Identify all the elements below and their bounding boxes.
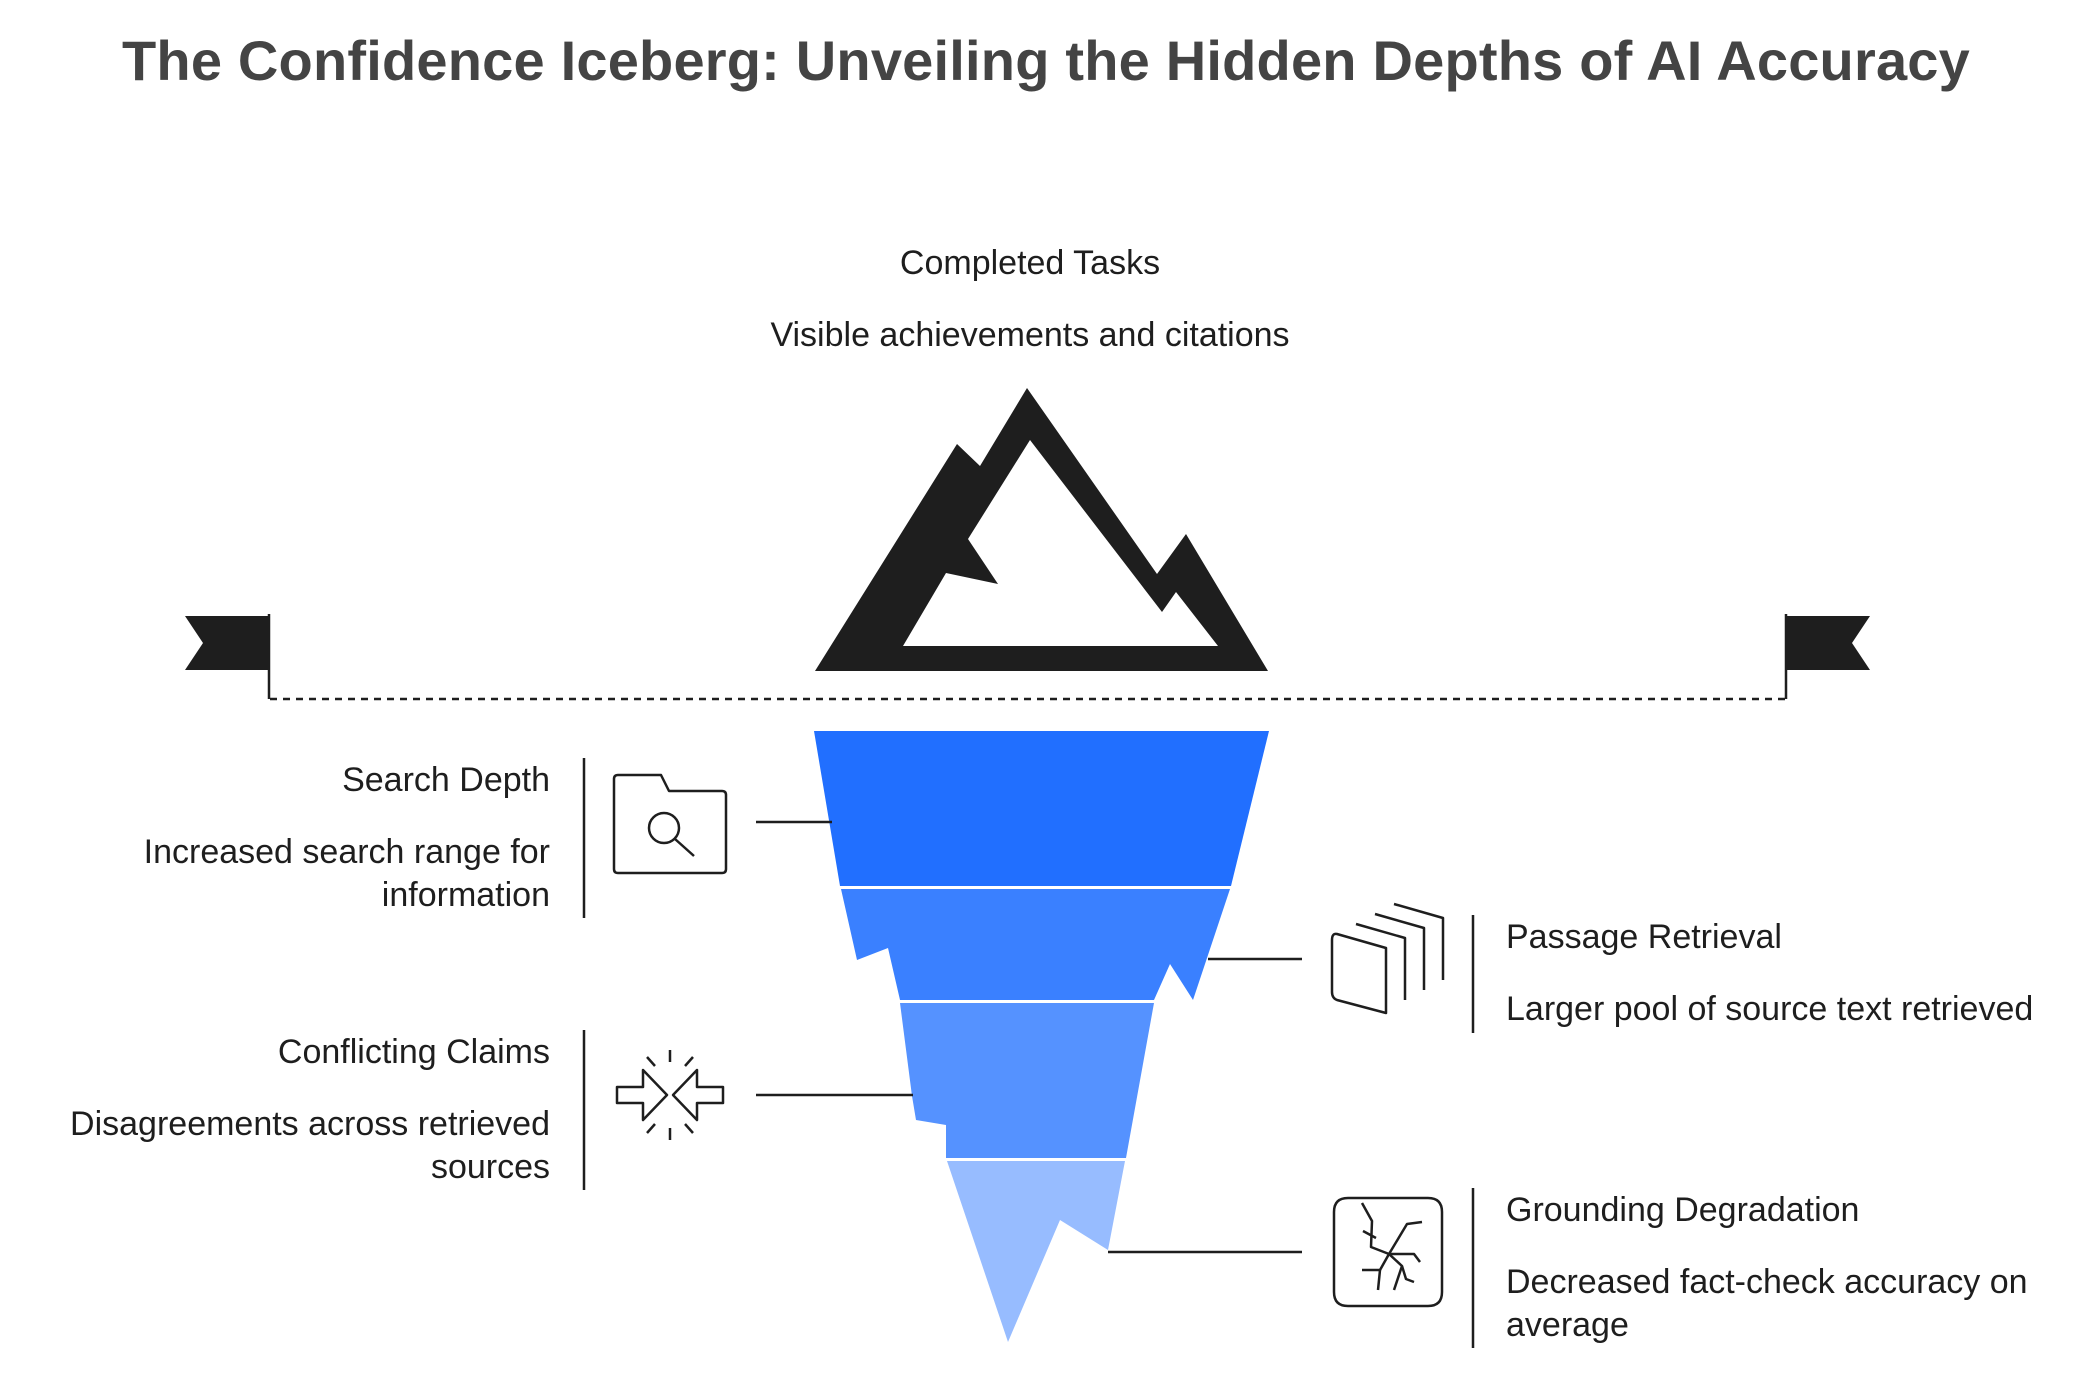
conflicting-claims-heading: Conflicting Claims <box>277 1033 550 1071</box>
iceberg-layer-search-depth <box>814 731 1269 886</box>
page-title: The Confidence Iceberg: Unveiling the Hi… <box>122 29 1970 92</box>
passage-retrieval-heading: Passage Retrieval <box>1506 918 1782 956</box>
conflicting-claims-description: Disagreements across retrieved sources <box>70 1105 550 1186</box>
passage-retrieval-description: Larger pool of source text retrieved <box>1506 990 2034 1028</box>
right-flag-icon <box>1784 614 1870 699</box>
grounding-degradation-description: Decreased fact-check accuracy on average <box>1506 1263 2028 1344</box>
cracked-tile-icon <box>1332 1196 1444 1308</box>
tip-description: Visible achievements and citations <box>770 316 1290 354</box>
stacked-pages-icon <box>1330 902 1445 1015</box>
tip-heading: Completed Tasks <box>899 244 1161 282</box>
folder-search-icon <box>612 773 728 875</box>
left-flag-icon <box>185 614 271 699</box>
iceberg-layer-passage-retrieval <box>841 889 1230 1000</box>
iceberg-layer-grounding-degradation <box>947 1161 1125 1342</box>
converging-arrows-icon <box>615 1050 725 1140</box>
iceberg-layer-conflicting-claims <box>900 1003 1154 1158</box>
search-depth-heading: Search Depth <box>342 761 550 799</box>
search-depth-description: Increased search range for information <box>143 833 550 914</box>
grounding-degradation-heading: Grounding Degradation <box>1506 1191 1860 1229</box>
mountain-peak-icon <box>815 388 1268 671</box>
